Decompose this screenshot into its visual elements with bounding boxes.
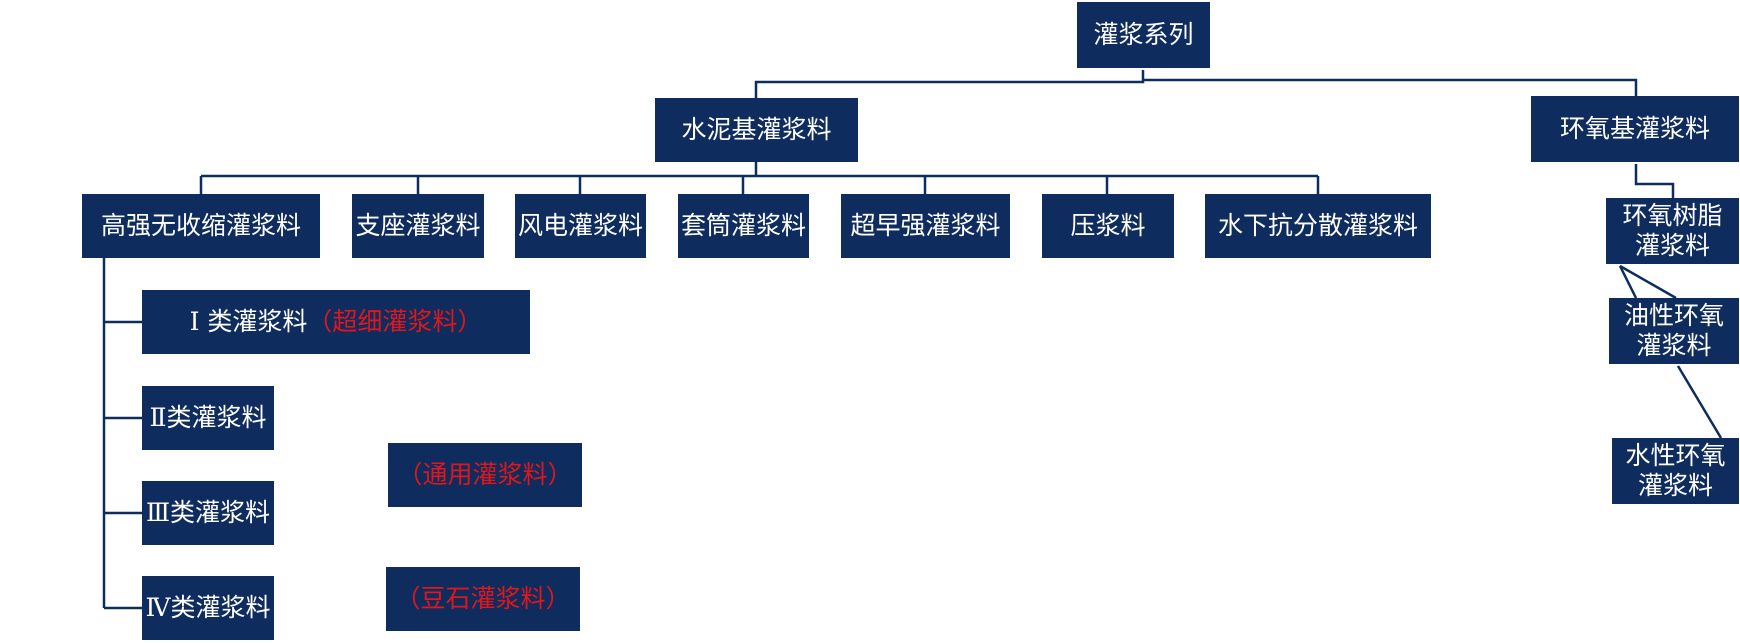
connector-epoxy-resin bbox=[1634, 164, 1675, 198]
node-sleeve: 套筒灌浆料 bbox=[678, 194, 809, 258]
grade-3-label: 类灌浆料 bbox=[170, 498, 271, 527]
connector-root-epoxy bbox=[1143, 78, 1638, 96]
node-water-epoxy: 水性环氧灌浆料 bbox=[1612, 438, 1739, 504]
grade-1-note: （超细灌浆料） bbox=[307, 307, 483, 336]
grade-3-roman: Ⅲ bbox=[145, 498, 171, 527]
node-epoxy-based: 环氧基灌浆料 bbox=[1531, 96, 1739, 162]
connector-root bbox=[754, 70, 1145, 98]
grade-2-roman: Ⅱ bbox=[149, 403, 167, 432]
node-bearing: 支座灌浆料 bbox=[352, 194, 484, 258]
connector-epoxy-oil-b bbox=[1619, 264, 1677, 300]
node-oil-epoxy: 油性环氧灌浆料 bbox=[1609, 298, 1739, 364]
node-ultra-early: 超早强灌浆料 bbox=[841, 194, 1010, 258]
node-root: 灌浆系列 bbox=[1077, 2, 1210, 68]
node-general-note: （通用灌浆料） bbox=[388, 443, 582, 507]
grade-1-spacer bbox=[199, 307, 207, 337]
grade-1-label: 类灌浆料 bbox=[207, 307, 308, 336]
grade-4-label: 类灌浆料 bbox=[170, 593, 271, 622]
node-press-slurry: 压浆料 bbox=[1042, 194, 1174, 258]
connector-epoxy-water bbox=[1676, 365, 1723, 439]
grade-4-roman: Ⅳ bbox=[145, 593, 171, 622]
node-underwater: 水下抗分散灌浆料 bbox=[1205, 194, 1431, 258]
grade-1-roman: Ⅰ bbox=[189, 307, 200, 336]
node-grade-1: Ⅰ 类灌浆料（超细灌浆料） bbox=[142, 290, 530, 354]
connector-epoxy-oil-a bbox=[1618, 265, 1638, 299]
grade-2-label: 类灌浆料 bbox=[166, 403, 267, 432]
node-epoxy-resin: 环氧树脂灌浆料 bbox=[1606, 198, 1739, 264]
node-cement-based: 水泥基灌浆料 bbox=[655, 98, 858, 162]
node-wind-power: 风电灌浆料 bbox=[515, 194, 646, 258]
node-pea-gravel-note: （豆石灌浆料） bbox=[386, 567, 580, 631]
node-high-strength: 高强无收缩灌浆料 bbox=[82, 194, 320, 258]
